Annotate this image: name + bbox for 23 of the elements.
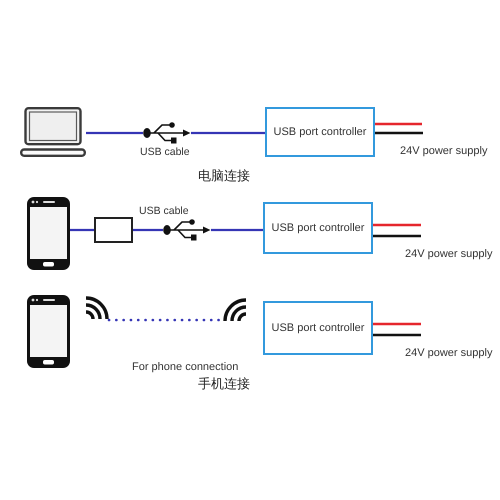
cable-line: [70, 228, 94, 232]
cable-label: USB cable: [140, 146, 190, 158]
power-wire: [375, 122, 422, 126]
cable-line: [86, 132, 143, 134]
power-wire: [373, 224, 421, 226]
cable-label: USB cable: [139, 205, 189, 217]
caption: 手机连接: [198, 377, 250, 392]
cable-line: [133, 228, 163, 232]
power-wire: [373, 334, 421, 336]
caption: For phone connection: [132, 361, 238, 374]
power-wire: [373, 234, 421, 238]
controller-box: USB port controller: [263, 301, 373, 355]
caption: 电脑连接: [198, 169, 250, 184]
cable-line: [211, 228, 263, 232]
controller-box: USB port controller: [263, 202, 373, 254]
controller-box: USB port controller: [265, 107, 375, 157]
power-wire: [375, 132, 423, 134]
power-label: 24V power supply: [405, 248, 492, 261]
power-wire: [373, 322, 421, 326]
power-label: 24V power supply: [405, 347, 492, 360]
power-label: 24V power supply: [400, 145, 488, 158]
adapter-box: [94, 217, 133, 243]
cable-line: [191, 132, 265, 134]
